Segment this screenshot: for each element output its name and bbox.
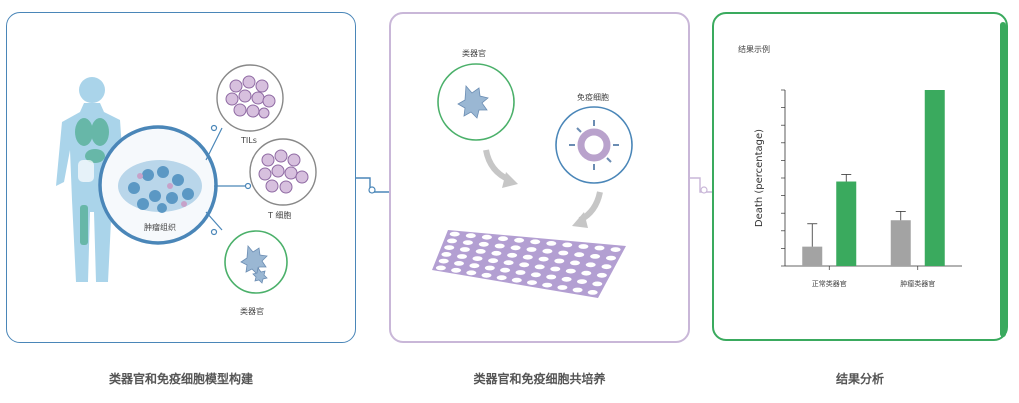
tils-cells-circle bbox=[216, 64, 284, 132]
caption-coculture: 类器官和免疫细胞共培养 bbox=[473, 372, 606, 386]
plate-well bbox=[522, 254, 533, 260]
plate-well bbox=[511, 277, 522, 283]
plate-well bbox=[500, 267, 511, 273]
plate-well bbox=[594, 245, 605, 251]
plate-well bbox=[465, 233, 476, 239]
plate-well bbox=[466, 270, 477, 276]
plate-well bbox=[519, 262, 530, 268]
organoid-circle-2 bbox=[437, 63, 515, 141]
plate-well bbox=[462, 240, 473, 246]
plate-well bbox=[534, 264, 545, 270]
plate-well bbox=[572, 287, 583, 293]
plate-well bbox=[577, 279, 587, 284]
plate-well bbox=[527, 280, 537, 285]
plate-well bbox=[459, 247, 470, 252]
plate-well bbox=[550, 266, 561, 272]
plate-well bbox=[557, 285, 568, 290]
plate-well bbox=[610, 247, 621, 253]
plate-well bbox=[587, 290, 598, 295]
plate-well bbox=[530, 272, 541, 278]
plate-well bbox=[498, 236, 508, 242]
plate-well bbox=[478, 241, 489, 247]
data-bar bbox=[802, 246, 823, 266]
plate-well bbox=[585, 262, 596, 268]
plate-well bbox=[606, 255, 616, 261]
plate-well bbox=[438, 258, 449, 264]
plate-well bbox=[491, 250, 502, 256]
plate-well bbox=[457, 254, 467, 259]
plate-well bbox=[472, 256, 483, 261]
plate-well bbox=[447, 238, 457, 244]
plate-well bbox=[488, 258, 499, 264]
plate-well bbox=[503, 260, 514, 266]
plate-well bbox=[546, 241, 557, 246]
plate-well bbox=[601, 264, 612, 270]
plate-well bbox=[496, 275, 507, 281]
plate-well bbox=[526, 247, 537, 252]
plate-well bbox=[542, 282, 553, 288]
plate-well bbox=[481, 272, 492, 278]
plate-well bbox=[554, 258, 565, 264]
t-cells-circle bbox=[249, 138, 317, 206]
data-bar bbox=[836, 181, 857, 266]
result-analysis-panel bbox=[712, 12, 1008, 341]
plate-well bbox=[444, 245, 455, 251]
plate-well bbox=[590, 254, 601, 259]
plate-well bbox=[515, 270, 526, 275]
plate-well bbox=[475, 249, 486, 254]
plate-well bbox=[581, 270, 592, 276]
organoid-circle bbox=[224, 230, 288, 294]
plate-well bbox=[558, 250, 569, 256]
plate-well bbox=[562, 242, 573, 248]
tumor-tissue-label: 肿瘤组织 bbox=[144, 223, 176, 232]
plate-well bbox=[578, 244, 589, 249]
tils-label: TILs bbox=[241, 136, 257, 145]
immune-cell-circle bbox=[555, 106, 633, 184]
panel-accent-bar bbox=[1000, 22, 1006, 337]
plate-well bbox=[484, 265, 495, 271]
t-cell-label: T 细胞 bbox=[268, 211, 292, 220]
human-body-icon bbox=[56, 77, 124, 282]
organoid-label-1: 类器官 bbox=[240, 307, 264, 316]
plate-well bbox=[494, 243, 505, 249]
plate-well bbox=[570, 260, 580, 266]
plate-well bbox=[510, 245, 521, 251]
plate-well bbox=[561, 276, 572, 282]
plate-well bbox=[596, 272, 607, 278]
plate-well bbox=[454, 261, 464, 266]
plate-well bbox=[435, 265, 446, 271]
plate-well bbox=[481, 234, 492, 240]
plate-well bbox=[507, 252, 518, 258]
plate-well bbox=[449, 231, 460, 237]
plate-well bbox=[592, 281, 603, 287]
result-example-title: 结果示例 bbox=[738, 45, 770, 54]
organoid-label-2: 类器官 bbox=[462, 49, 486, 58]
plate-well bbox=[530, 239, 541, 245]
plate-well bbox=[574, 252, 585, 258]
plate-well bbox=[514, 237, 525, 243]
data-bar bbox=[924, 90, 945, 266]
immune-cell-label: 免疫细胞 bbox=[577, 93, 609, 102]
plate-well bbox=[565, 268, 576, 274]
plate-well bbox=[469, 263, 480, 269]
plate-well bbox=[451, 267, 462, 273]
data-bar bbox=[890, 220, 911, 266]
x-tick-label: 正常类器官 bbox=[812, 279, 847, 288]
caption-analysis: 结果分析 bbox=[835, 372, 884, 386]
organs-icon bbox=[75, 118, 109, 245]
x-tick-label: 肿瘤类器官 bbox=[900, 279, 935, 288]
plate-well bbox=[542, 248, 553, 254]
well-plate bbox=[432, 230, 626, 298]
plate-well bbox=[546, 274, 557, 280]
plate-well bbox=[538, 256, 549, 262]
y-axis-label: Death (percentage) bbox=[754, 129, 765, 227]
plate-well bbox=[441, 252, 452, 257]
tumor-tissue-circle bbox=[98, 125, 218, 245]
caption-model: 类器官和免疫细胞模型构建 bbox=[108, 372, 253, 386]
